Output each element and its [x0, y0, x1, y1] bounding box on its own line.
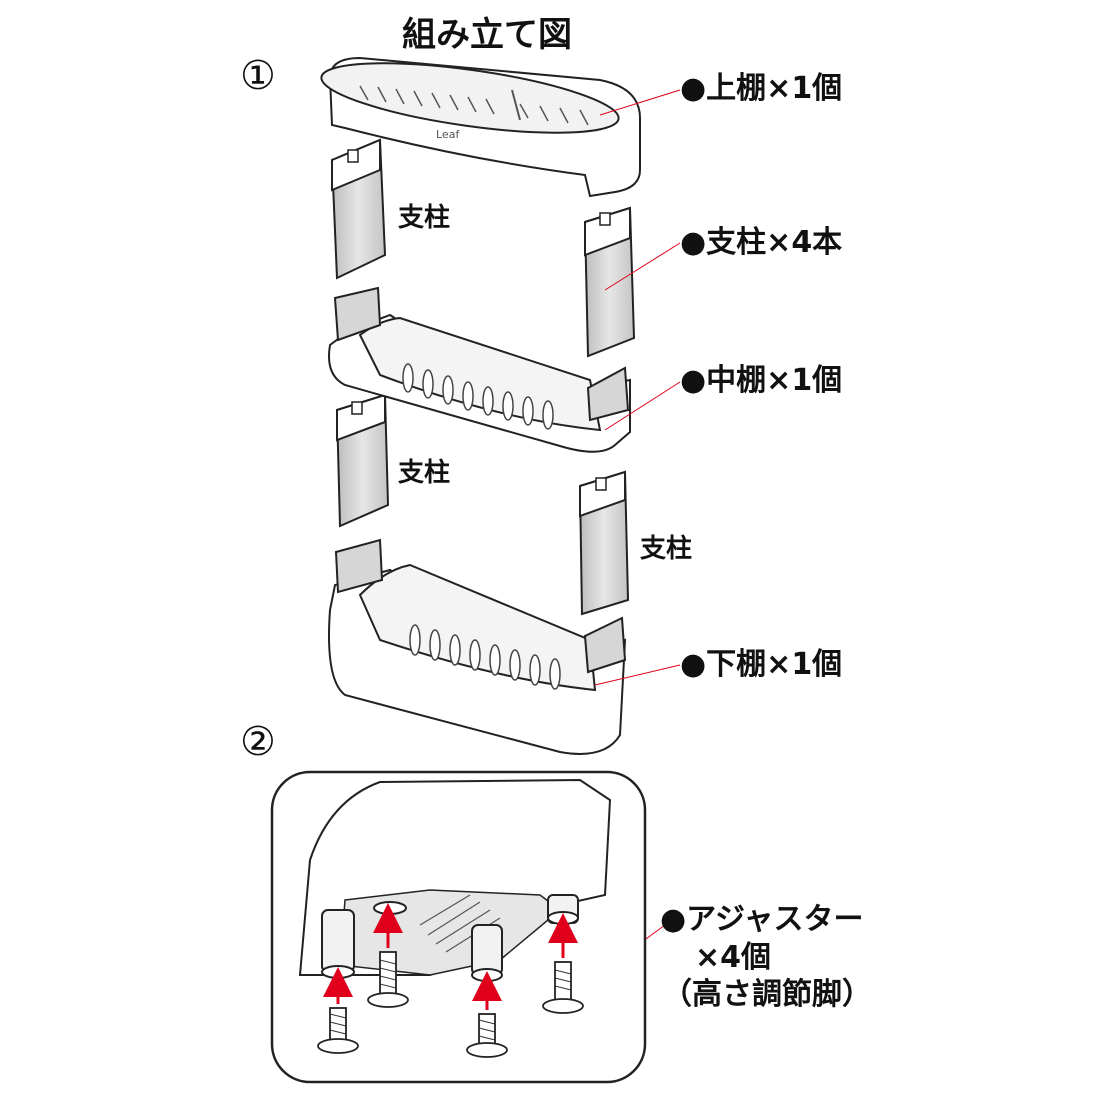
adjuster-screws — [317, 951, 584, 1058]
step-number-2: ② — [240, 719, 276, 765]
top-shelf: Leaf — [320, 56, 641, 198]
step-number-1: ① — [240, 53, 276, 99]
post-upper-right — [583, 206, 636, 358]
post-label-upper: 支柱 — [398, 203, 451, 233]
brand-logo: Leaf — [436, 128, 460, 141]
bottom-shelf — [328, 538, 627, 755]
callout-adjuster-count: ×4個 — [695, 940, 772, 975]
callout-top-shelf: ●上棚×1個 — [680, 71, 843, 106]
screw-4 — [542, 961, 584, 1014]
insert-arrows — [323, 903, 578, 1010]
post-upper-left — [330, 138, 387, 280]
callout-posts: ●支柱×4本 — [680, 225, 843, 260]
diagram-title: 組み立て図 — [402, 15, 572, 55]
post-label-lower-left: 支柱 — [398, 458, 451, 488]
callout-bottom-shelf: ●下棚×1個 — [680, 647, 843, 682]
post-lower-right — [578, 470, 630, 616]
middle-shelf — [328, 286, 631, 453]
post-label-lower-right: 支柱 — [640, 534, 693, 564]
callout-middle-shelf: ●中棚×1個 — [680, 363, 843, 398]
screw-3 — [466, 1013, 508, 1058]
callout-adjuster: ●アジャスター — [660, 902, 864, 937]
callout-adjuster-note: （高さ調節脚） — [662, 977, 872, 1012]
post-lower-left — [335, 393, 390, 528]
adjuster-inset — [270, 770, 647, 1084]
